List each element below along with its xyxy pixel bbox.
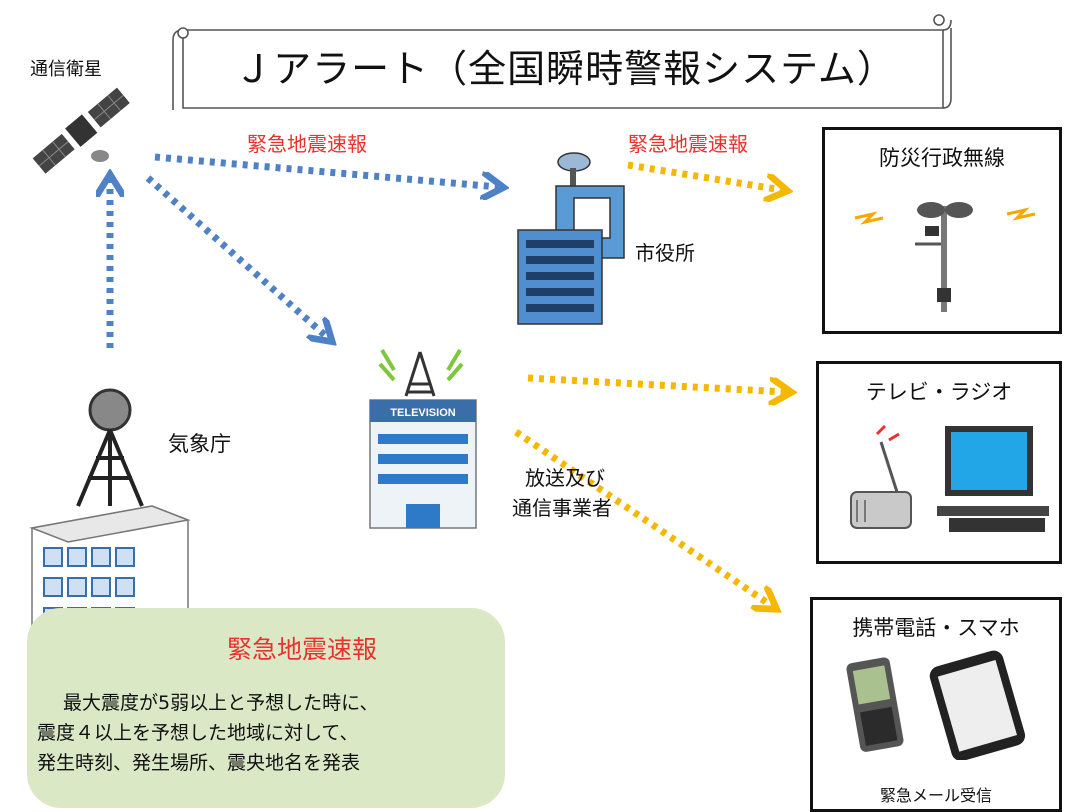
receiver-disaster-radio: 防災行政無線 (822, 127, 1062, 334)
eew-info-line-3: 発生時刻、発生場所、震央地名を発表 (37, 752, 361, 774)
arrow-label-eew-1: 緊急地震速報 (247, 132, 367, 156)
jma-label: 気象庁 (168, 432, 231, 456)
receiver-tv-radio-title: テレビ・ラジオ (865, 380, 1013, 404)
eew-info-line-2: 震度４以上を予想した地域に対して、 (37, 722, 359, 744)
city-hall-label: 市役所 (635, 241, 695, 265)
arrow-satellite-to-broadcaster (145, 175, 328, 338)
receiver-disaster-radio-title: 防災行政無線 (879, 146, 1005, 170)
arrow-cityhall-to-radio (627, 161, 782, 190)
tv-sign-text: TELEVISION (390, 407, 455, 419)
tv-station-icon: TELEVISION (369, 348, 477, 529)
arrow-satellite-to-cityhall (154, 153, 498, 187)
arrow-broadcaster-to-mobile (514, 429, 772, 606)
eew-info-line-1: 最大震度が5弱以上と予想した時に、 (63, 692, 379, 714)
satellite-icon (32, 87, 130, 174)
tv-and-radio-icon (850, 424, 1049, 532)
loudspeaker-pole-icon (854, 202, 1036, 312)
city-hall-icon (517, 152, 625, 325)
broadcaster-label-1: 放送及び (525, 466, 605, 490)
receiver-mobile-caption: 緊急メール受信 (879, 786, 992, 805)
mobile-phones-icon (846, 650, 1026, 760)
satellite-label: 通信衛星 (30, 59, 102, 80)
arrow-broadcaster-to-tv (527, 374, 786, 392)
receiver-tv-radio: テレビ・ラジオ (816, 361, 1062, 564)
arrow-label-eew-2: 緊急地震速報 (628, 132, 748, 156)
eew-info-panel: 緊急地震速報 最大震度が5弱以上と予想した時に、 震度４以上を予想した地域に対し… (27, 608, 505, 808)
receiver-mobile-title: 携帯電話・スマホ (852, 616, 1020, 640)
broadcaster-label-2: 通信事業者 (512, 496, 612, 520)
receiver-mobile: 携帯電話・スマホ 緊急メール受信 (810, 597, 1062, 812)
eew-info-heading: 緊急地震速報 (227, 635, 378, 664)
page-title: Ｊアラート（全国瞬時警報システム） (234, 46, 896, 91)
